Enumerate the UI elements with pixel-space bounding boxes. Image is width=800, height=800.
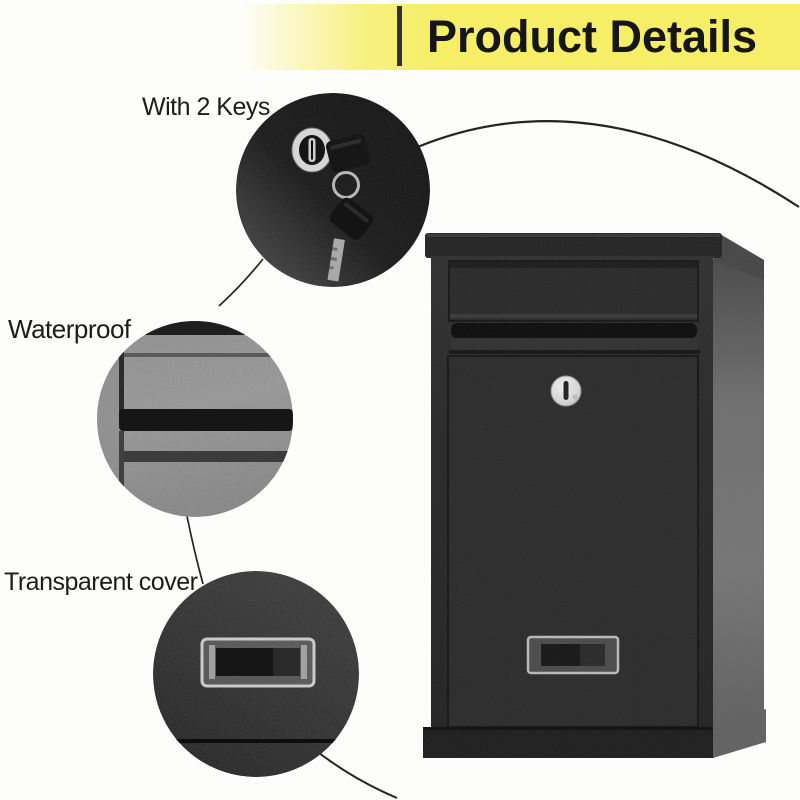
keys-inset-image xyxy=(236,93,430,287)
key-icon-top xyxy=(325,133,371,173)
metal-texture-overlay xyxy=(423,233,766,758)
key-ring-icon xyxy=(332,171,360,199)
callout-label-transparent-cover: Transparent cover xyxy=(4,568,198,596)
page-title: Product Details xyxy=(427,11,758,62)
line-waterproof-to-transparent xyxy=(186,515,204,585)
key-shaft xyxy=(327,238,345,282)
lock-cylinder-icon xyxy=(291,127,333,173)
callout-label-waterproof: Waterproof xyxy=(8,314,131,344)
arc-line-keys-inset xyxy=(405,120,800,208)
callout-label-with-2-keys: With 2 Keys xyxy=(142,93,270,121)
transparent-cover-inset-image xyxy=(153,571,359,777)
mailbox xyxy=(423,233,766,758)
transparent-window-detail xyxy=(173,637,338,743)
product-details-banner: Product Details xyxy=(0,4,800,70)
waterproof-inset-image xyxy=(97,321,293,517)
line-transparent-to-bottom xyxy=(313,748,398,799)
banner-accent-bar xyxy=(397,6,402,66)
key-icon-bottom xyxy=(327,197,374,282)
line-keys-to-waterproof xyxy=(218,258,264,307)
